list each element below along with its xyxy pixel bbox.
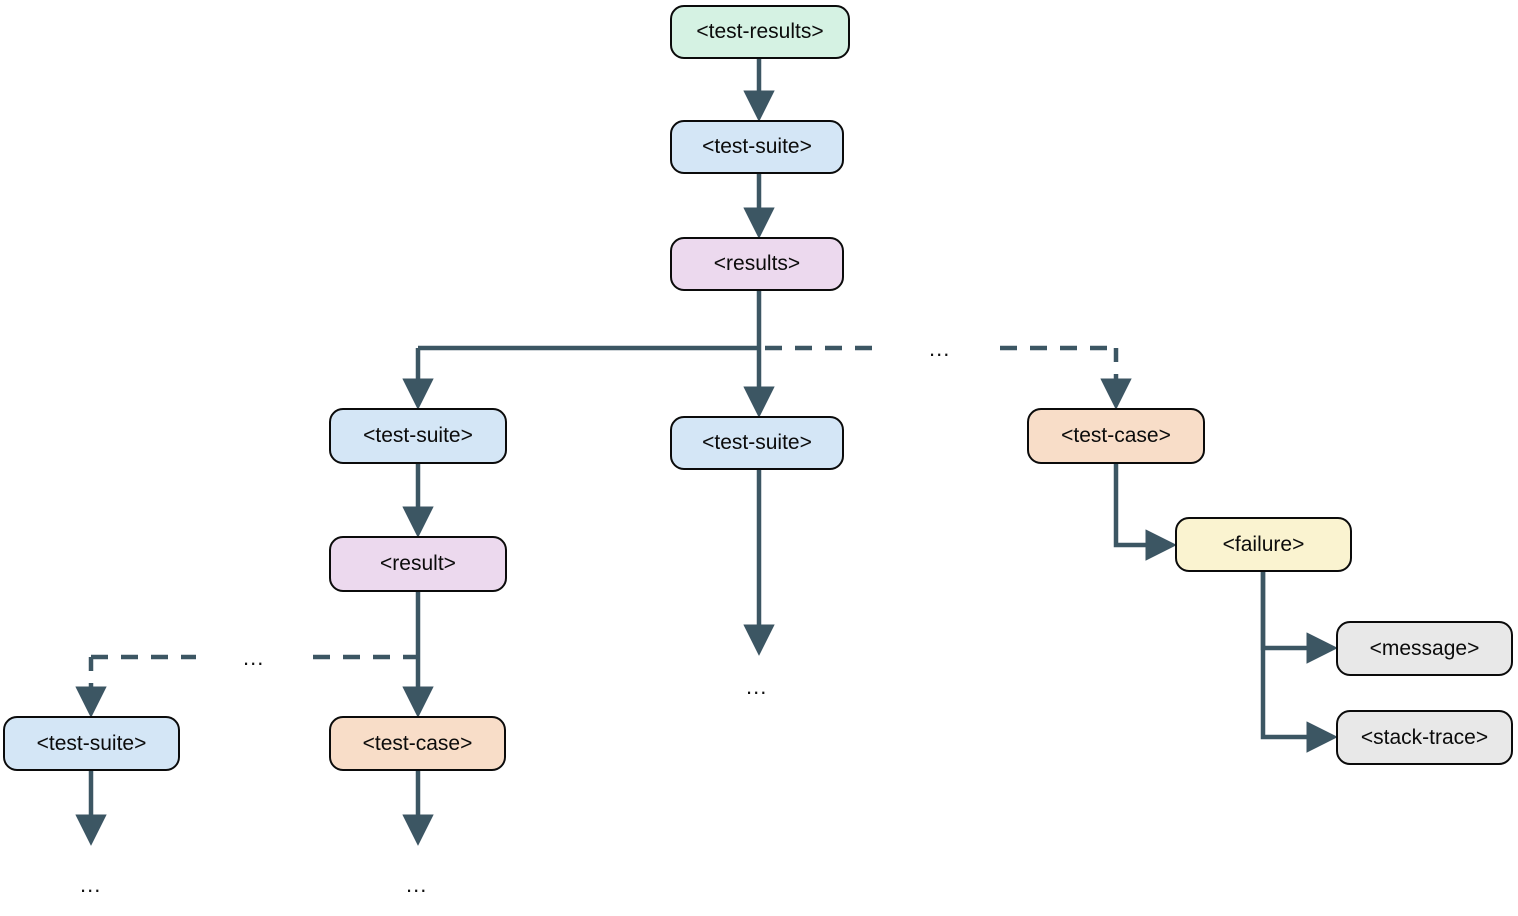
node-test-suite-bottom[interactable]: <test-suite> (3, 716, 180, 771)
edge-testcase-to-failure (1113, 464, 1177, 561)
node-test-case-bottom[interactable]: <test-case> (329, 716, 506, 771)
node-label: <test-suite> (702, 431, 812, 454)
edge-failure-to-message (1260, 572, 1338, 664)
node-test-suite-mid[interactable]: <test-suite> (670, 416, 844, 470)
ellipsis-mid-column: ... (746, 674, 768, 699)
ellipsis-bottom-left: ... (80, 872, 102, 897)
node-label: <test-results> (696, 20, 824, 43)
node-label: <failure> (1222, 532, 1305, 556)
node-label: <stack-trace> (1360, 725, 1489, 749)
node-test-results-root[interactable]: <test-results> (670, 5, 850, 59)
node-test-suite-l1[interactable]: <test-suite> (670, 120, 844, 174)
ellipsis-lower-branch: ... (243, 645, 265, 670)
node-label: <test-suite> (702, 135, 812, 158)
node-results-l2[interactable]: <results> (670, 237, 844, 291)
ellipsis-top-branch: ... (929, 336, 951, 361)
ellipsis-bottom-mid: ... (406, 872, 428, 897)
node-stack-trace[interactable]: <stack-trace> (1336, 710, 1513, 765)
node-test-suite-left[interactable]: <test-suite> (329, 408, 507, 464)
node-label: <test-suite> (363, 424, 473, 447)
node-label: <message> (1369, 636, 1480, 660)
node-label: <result> (380, 552, 456, 575)
node-label: <results> (713, 252, 801, 275)
node-label: <test-case> (362, 731, 473, 755)
node-result-left[interactable]: <result> (329, 536, 507, 592)
node-failure[interactable]: <failure> (1175, 517, 1352, 572)
edge-failure-to-stacktrace (1260, 572, 1338, 753)
node-label: <test-case> (1061, 424, 1171, 447)
node-label: <test-suite> (36, 731, 147, 755)
node-message[interactable]: <message> (1336, 621, 1513, 676)
node-test-case-right[interactable]: <test-case> (1027, 408, 1205, 464)
